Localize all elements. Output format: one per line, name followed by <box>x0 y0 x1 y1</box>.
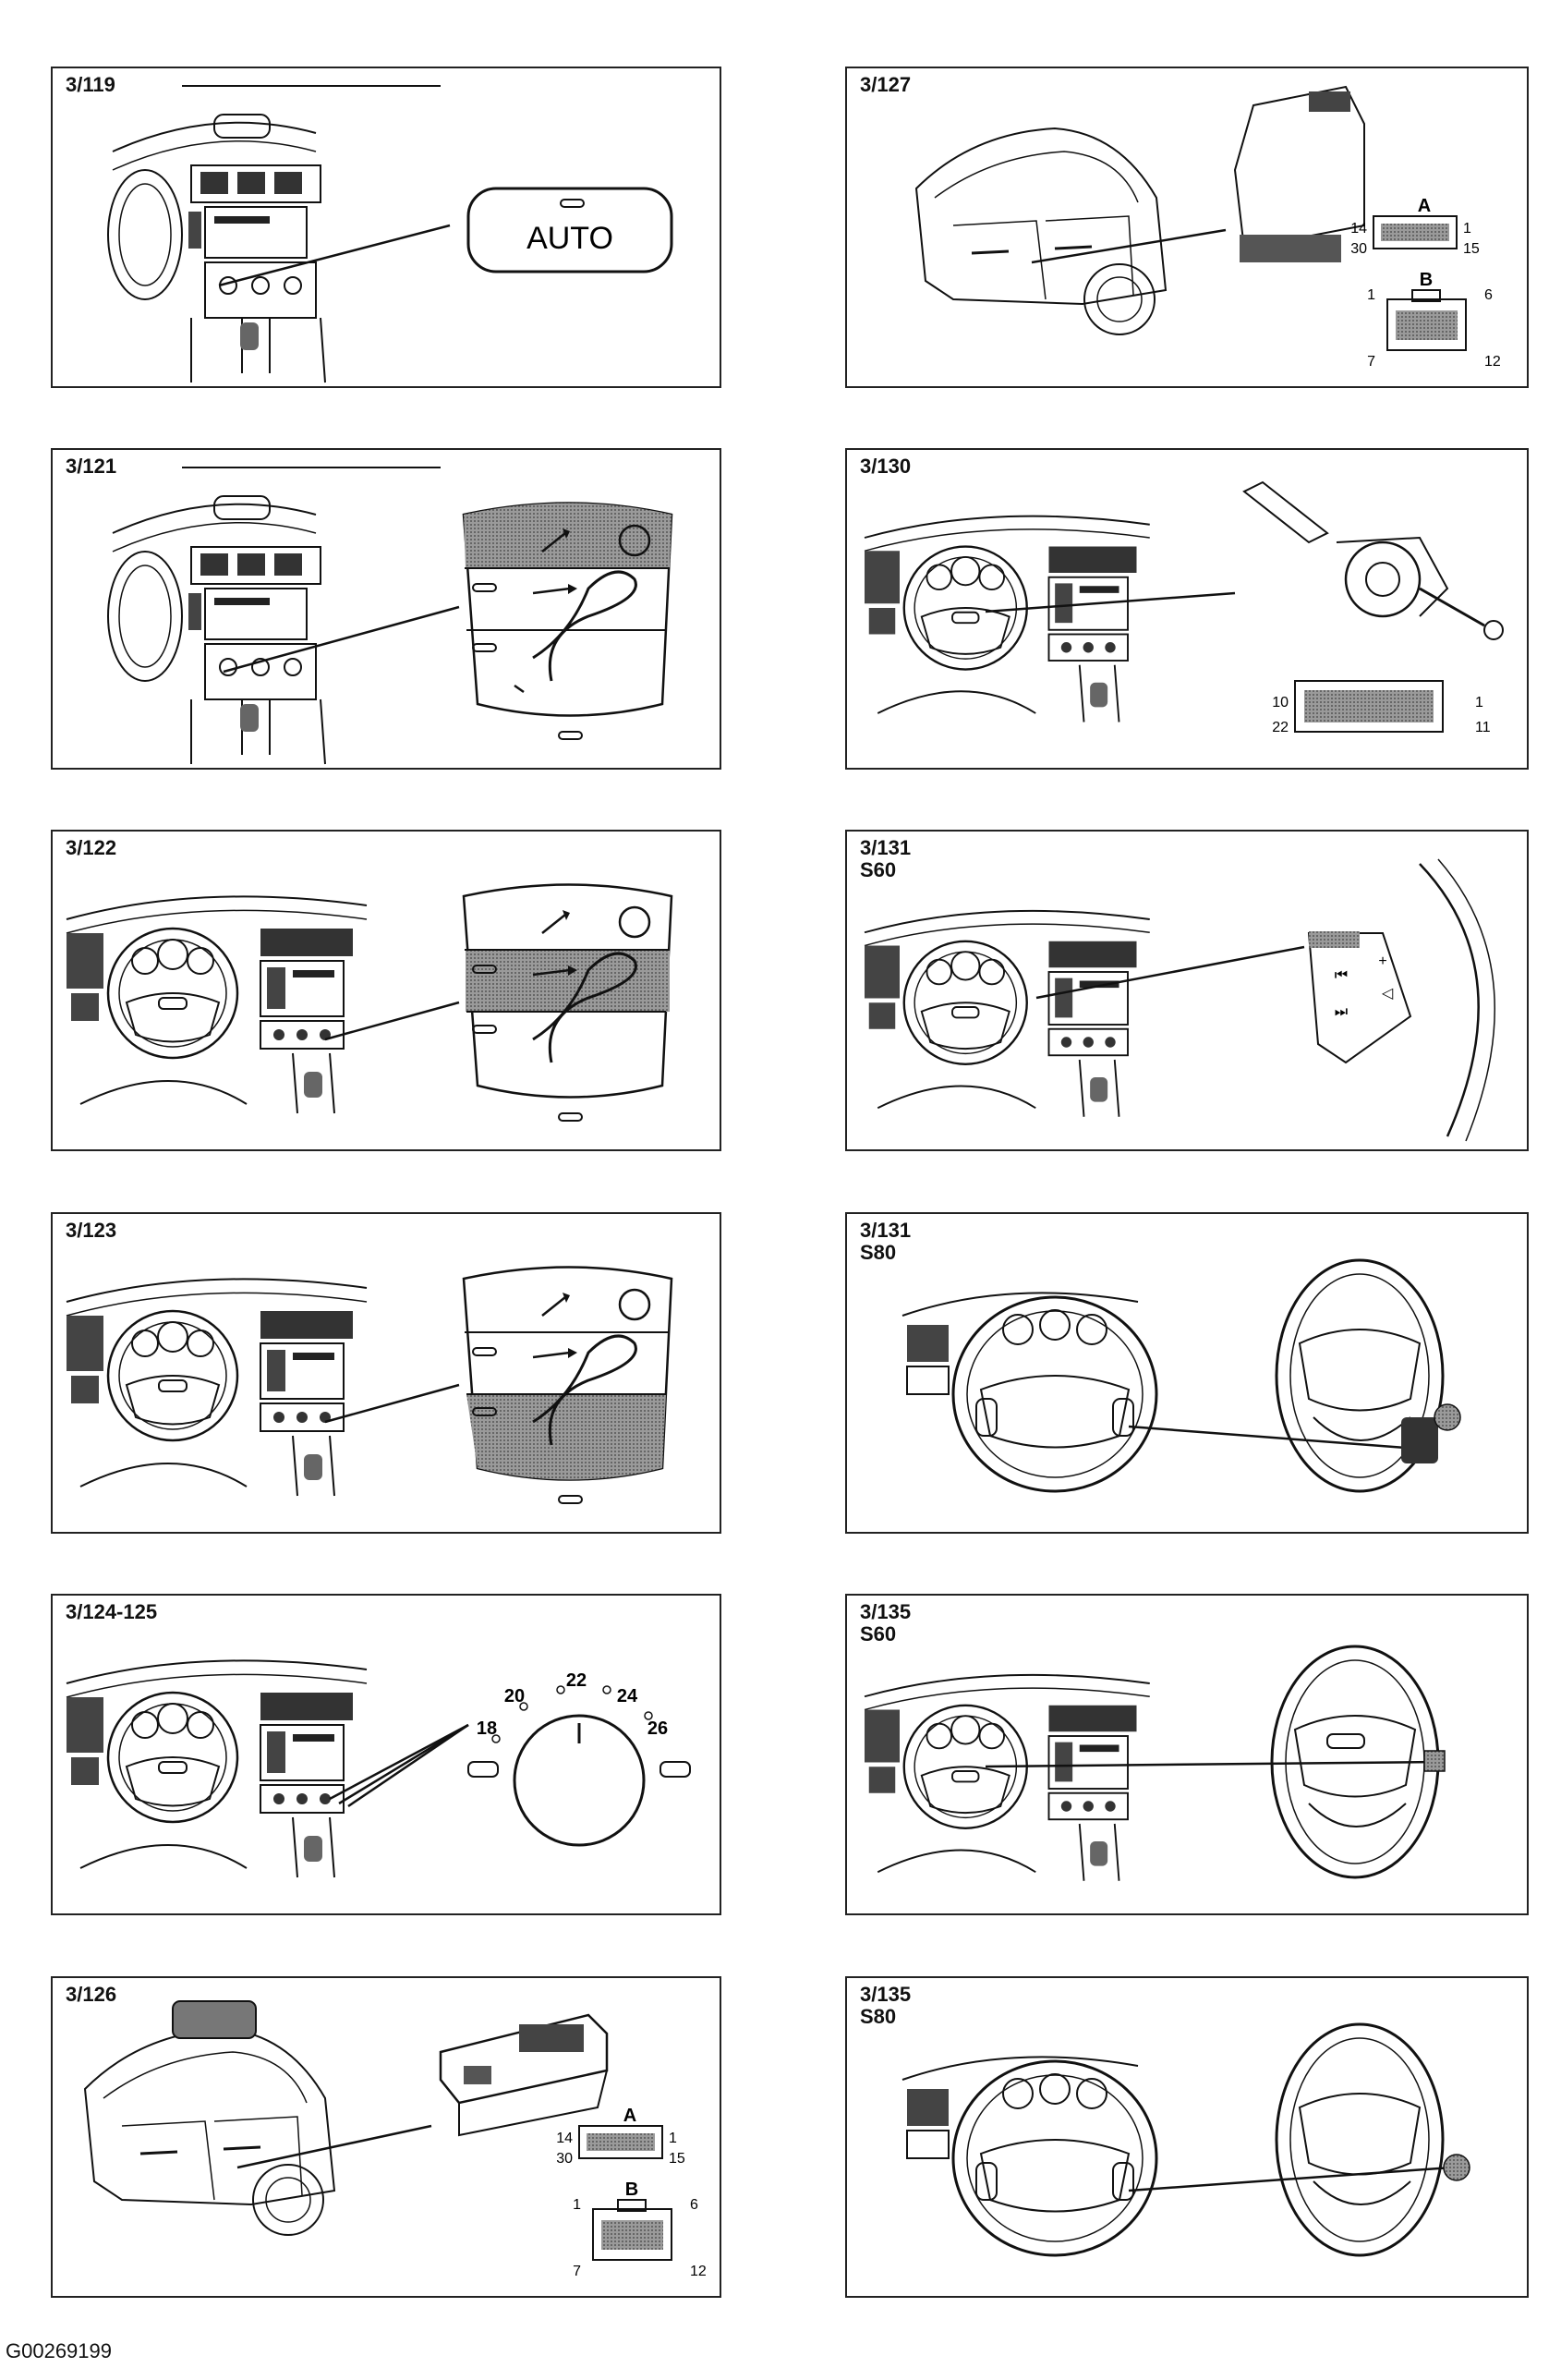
dial-value: 24 <box>617 1686 638 1706</box>
connector-a-pin: 30 <box>1350 241 1367 257</box>
connector-pin: 22 <box>1272 720 1289 735</box>
connector-pin: 11 <box>1475 720 1491 735</box>
panel-label: 3/126 <box>66 1983 117 2006</box>
steering-wheel-buttons-detail: ⏮ + ◁ ⏭ <box>1307 858 1495 1142</box>
diagram-panel-3-127: 3/127 A 14 1 30 15 B 1 6 7 12 <box>845 67 1529 388</box>
diagram-panel-3-131-s80: 3/131 S80 <box>845 1212 1529 1534</box>
panel-illustration <box>65 1266 673 1504</box>
panel-illustration: ⏮ + ◁ ⏭ <box>863 858 1495 1142</box>
svg-text:⏭: ⏭ <box>1335 1004 1348 1020</box>
combination-switch <box>1242 480 1504 640</box>
panel-illustration <box>65 883 673 1122</box>
diagram-panel-3-124-125: 3/124-125 18 20 22 24 26 <box>51 1594 721 1915</box>
panel-label: 3/119 <box>66 73 115 96</box>
mode-selector-panel <box>462 883 673 1122</box>
temperature-dial: 18 20 22 24 26 <box>467 1670 691 1847</box>
panel-label: 3/135 S80 <box>860 1983 912 2028</box>
diagram-panel-3-122: 3/122 <box>51 830 721 1151</box>
connector-b-pin: 12 <box>690 2264 707 2279</box>
connector-pin: 10 <box>1272 695 1289 710</box>
window-switch-module <box>439 2013 609 2137</box>
panel-label: 3/123 <box>66 1219 117 1242</box>
diagram-panel-3-126: 3/126 A 14 1 30 15 B 1 6 7 12 <box>51 1976 721 2298</box>
connector-b-pin: 6 <box>1484 287 1493 303</box>
svg-text:◁: ◁ <box>1381 986 1394 1002</box>
dial-value: 22 <box>566 1670 587 1691</box>
panel-label: 3/122 <box>66 836 117 859</box>
connector-b-pin: 12 <box>1484 354 1501 370</box>
panel-illustration: 18 20 22 24 26 <box>65 1659 691 1879</box>
connector-pin: 1 <box>1475 695 1483 710</box>
mode-selector-panel <box>462 502 673 740</box>
connector-b-pin: 1 <box>573 2197 581 2213</box>
panel-illustration: A 14 1 30 15 B 1 6 7 12 <box>914 85 1501 370</box>
connector-b-name: B <box>1420 270 1433 290</box>
connector-a-pin: 14 <box>556 2131 573 2146</box>
panel-label: 3/124-125 <box>66 1600 158 1623</box>
diagram-panel-3-131-s60: 3/131 S60 ⏮ + ◁ ⏭ <box>845 830 1529 1151</box>
figure-id: G00269199 <box>6 2339 112 2362</box>
mode-selector-panel <box>462 1266 673 1504</box>
panel-illustration <box>901 1258 1461 1493</box>
connector-a-pin: 15 <box>669 2151 685 2167</box>
diagram-panel-3-123: 3/123 <box>51 1212 721 1534</box>
diagram-panel-3-121: 3/121 <box>51 448 721 770</box>
connector-a-name: A <box>623 2106 636 2126</box>
panel-illustration <box>863 1645 1446 1882</box>
panel-label: 3/127 <box>860 73 912 96</box>
connector-b-pin: 7 <box>1367 354 1375 370</box>
diagram-panel-3-135-s80: 3/135 S80 <box>845 1976 1529 2298</box>
connector-b-pin: 1 <box>1367 287 1375 303</box>
connector-b-pin: 6 <box>690 2197 698 2213</box>
dial-value: 20 <box>504 1686 525 1706</box>
diagram-panel-3-119: 3/119 AUTO <box>51 67 721 388</box>
svg-text:⏮: ⏮ <box>1335 967 1348 983</box>
dial-value: 26 <box>647 1718 668 1739</box>
connector-b-pin: 7 <box>573 2264 581 2279</box>
connector-a-name: A <box>1418 196 1431 216</box>
diagram-panel-3-130: 3/130 10 1 22 11 <box>845 448 1529 770</box>
panel-label: 3/135 S60 <box>860 1600 912 1645</box>
panel-label: 3/131 S80 <box>860 1219 912 1264</box>
panel-label: 3/130 <box>860 455 912 478</box>
panel-illustration <box>901 2022 1470 2257</box>
connector-a-pin: 14 <box>1350 221 1367 237</box>
dial-value: 18 <box>477 1718 497 1739</box>
panel-label: 3/131 S60 <box>860 836 912 881</box>
connector-b-name: B <box>625 2180 638 2200</box>
svg-text:+: + <box>1378 953 1386 969</box>
connector-a-pin: 1 <box>1463 221 1471 237</box>
panel-label: 3/121 <box>66 455 117 478</box>
panel-illustration: 10 1 22 11 <box>863 480 1504 735</box>
panel-illustration: AUTO <box>107 85 673 383</box>
panel-illustration: A 14 1 30 15 B 1 6 7 12 <box>83 2000 707 2279</box>
panel-illustration <box>107 467 673 765</box>
connector-a-pin: 30 <box>556 2151 573 2167</box>
connector-a-pin: 1 <box>669 2131 677 2146</box>
auto-button-text: AUTO <box>526 221 613 256</box>
connector-a-pin: 15 <box>1463 241 1480 257</box>
diagram-panel-3-135-s60: 3/135 S60 <box>845 1594 1529 1915</box>
